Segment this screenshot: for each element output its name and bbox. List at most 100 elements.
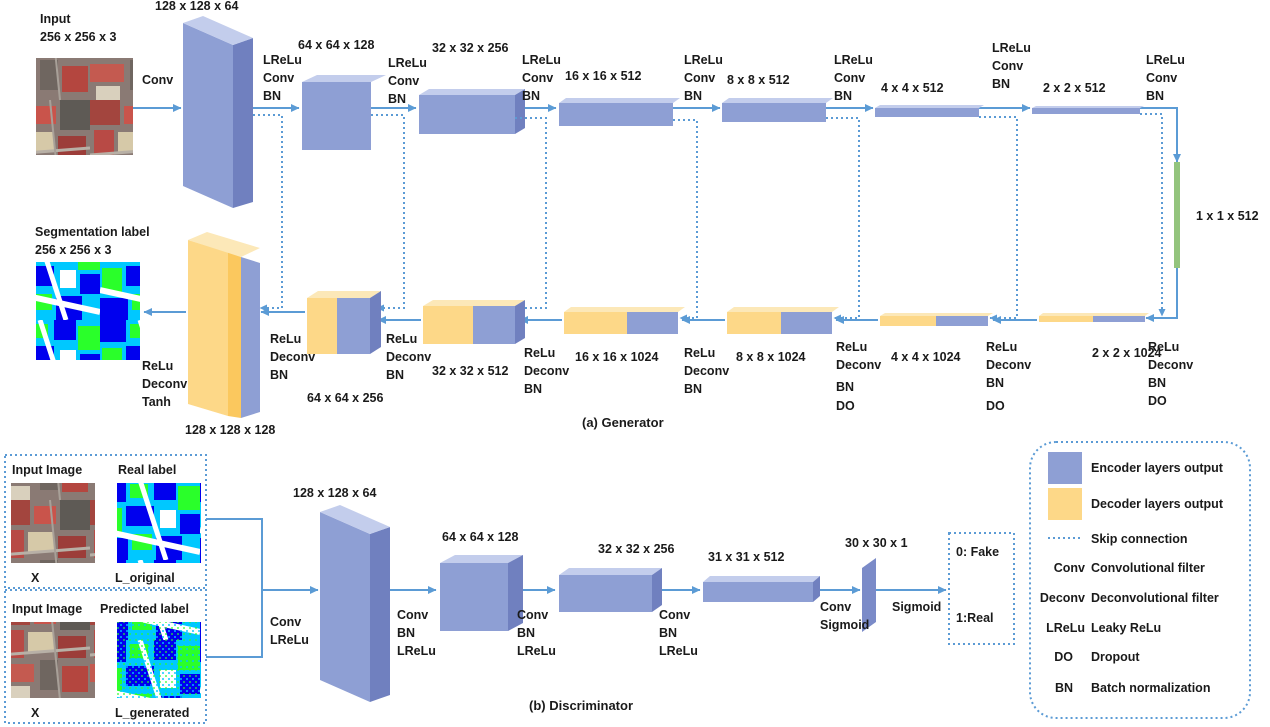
merge-line: [206, 518, 263, 658]
input-aerial-image: [36, 58, 133, 155]
disc-output-op: Sigmoid: [892, 600, 941, 614]
encoder-block-7: [1032, 106, 1144, 114]
op-label: BN: [659, 626, 677, 640]
disc-dims-1: 128 x 128 x 64: [293, 486, 376, 500]
generator: Input 256 x 256 x 3 Conv: [35, 0, 1259, 437]
output-box: [948, 532, 1015, 645]
abbr: Deconv: [1040, 591, 1085, 605]
op-label: Conv: [263, 71, 294, 85]
op-label: Conv: [659, 608, 690, 622]
op-label: Conv: [820, 600, 851, 614]
bottleneck-block: [1174, 162, 1180, 268]
dec-ops-1: ReLu Deconv BN DO: [1148, 340, 1193, 408]
op-label: LReLu: [659, 644, 698, 658]
disc-block-2: [440, 555, 523, 631]
disc-ops-2: Conv BN LReLu: [517, 608, 556, 658]
decoder-arrows: [143, 308, 1037, 324]
op-label: Conv: [517, 608, 548, 622]
op-label: LReLu: [522, 53, 561, 67]
enc-ops-7: LReLu Conv BN: [1146, 53, 1185, 103]
enc-dims-1: 128 x 128 x 64: [155, 0, 238, 13]
skip-connection: [371, 114, 405, 312]
op-label: BN: [388, 92, 406, 106]
dec-ops-6: ReLu Deconv BN: [386, 332, 431, 382]
enc-dims-6: 4 x 4 x 512: [881, 81, 944, 95]
legend-encoder-label: Encoder layers output: [1091, 461, 1224, 475]
op-label: BN: [386, 368, 404, 382]
fake-pair-label-label: Predicted label: [100, 602, 189, 616]
op-label: Conv: [992, 59, 1023, 73]
op-label: ReLu: [836, 340, 867, 354]
legend-decoder-label: Decoder layers output: [1091, 497, 1224, 511]
real-pair-box: [4, 454, 207, 589]
legend-abbrevs: Conv Convolutional filter Deconv Deconvo…: [1040, 561, 1219, 695]
op-label: BN: [1148, 376, 1166, 390]
op-label: ReLu: [386, 332, 417, 346]
op-label: ReLu: [524, 346, 555, 360]
enc-dims-4: 16 x 16 x 512: [565, 69, 642, 83]
real-label-image: [117, 483, 201, 563]
enc-dims-7: 2 x 2 x 512: [1043, 81, 1106, 95]
enc-ops-6: LReLu Conv BN: [992, 41, 1031, 91]
skip-connection: [1140, 113, 1166, 317]
legend-skip-label: Skip connection: [1091, 532, 1188, 546]
encoder-swatch: [1048, 452, 1082, 484]
abbr: BN: [1055, 681, 1073, 695]
op-label: Deconv: [1148, 358, 1193, 372]
op-label: BN: [684, 89, 702, 103]
gen-output-dims: 256 x 256 x 3: [35, 243, 112, 257]
op-label: Deconv: [270, 350, 315, 364]
op-label: DO: [1148, 394, 1167, 408]
real-pair-image-label: Input Image: [12, 463, 82, 477]
encoder-block-6: [875, 105, 984, 117]
abbr-text: Deconvolutional filter: [1091, 591, 1219, 605]
enc-dims-3: 32 x 32 x 256: [432, 41, 509, 55]
disc-block-3: [559, 568, 662, 612]
encoder-block-2: [302, 75, 386, 150]
encoder-block-4: [559, 98, 680, 126]
op-label: ReLu: [684, 346, 715, 360]
op-label: BN: [522, 89, 540, 103]
disc-block-5: [862, 558, 876, 632]
dec-dims-4: 16 x 16 x 1024: [575, 350, 658, 364]
op-label: Deconv: [986, 358, 1031, 372]
legend: Encoder layers output Decoder layers out…: [1029, 441, 1251, 719]
discriminator-caption: (b) Discriminator: [529, 698, 633, 713]
op-label: ReLu: [986, 340, 1017, 354]
encoder-block-5: [722, 98, 833, 122]
skip-connection: [673, 119, 698, 322]
real-pair-l: L_original: [115, 571, 175, 585]
op-label: Conv: [522, 71, 553, 85]
enc-ops-5: LReLu Conv BN: [834, 53, 873, 103]
op-label: Conv: [388, 74, 419, 88]
skip-connection: [253, 114, 283, 312]
enc-ops-4: LReLu Conv BN: [684, 53, 723, 103]
op-label: LReLu: [397, 644, 436, 658]
op-label: BN: [992, 77, 1010, 91]
op-label: LReLu: [992, 41, 1031, 55]
decoder-block-2: [880, 313, 993, 326]
dec-ops-6b: ReLu Deconv BN: [270, 332, 315, 382]
skip-connection: [826, 117, 860, 322]
encoder-block-3: [419, 89, 525, 134]
abbr-text: Batch normalization: [1091, 681, 1210, 695]
enc-ops-1: LReLu Conv BN: [263, 53, 302, 103]
op-label: Conv: [834, 71, 865, 85]
op-label: Deconv: [142, 377, 187, 391]
skip-connection: [515, 117, 547, 312]
op-label: BN: [517, 626, 535, 640]
decoder-block-1: [1039, 313, 1149, 322]
op-label: LReLu: [684, 53, 723, 67]
op-label: ReLu: [1148, 340, 1179, 354]
op-label: ReLu: [142, 359, 173, 373]
disc-dims-3: 32 x 32 x 256: [598, 542, 675, 556]
op-label: BN: [834, 89, 852, 103]
legend-box: [1029, 441, 1251, 719]
disc-dims-4: 31 x 31 x 512: [708, 550, 785, 564]
decoder-block-3: [727, 307, 839, 334]
op-label: LReLu: [263, 53, 302, 67]
dec-dims-2: 4 x 4 x 1024: [891, 350, 961, 364]
arrow: [1140, 107, 1181, 163]
op-label: DO: [986, 399, 1005, 413]
disc-input-arrows: [206, 518, 947, 658]
